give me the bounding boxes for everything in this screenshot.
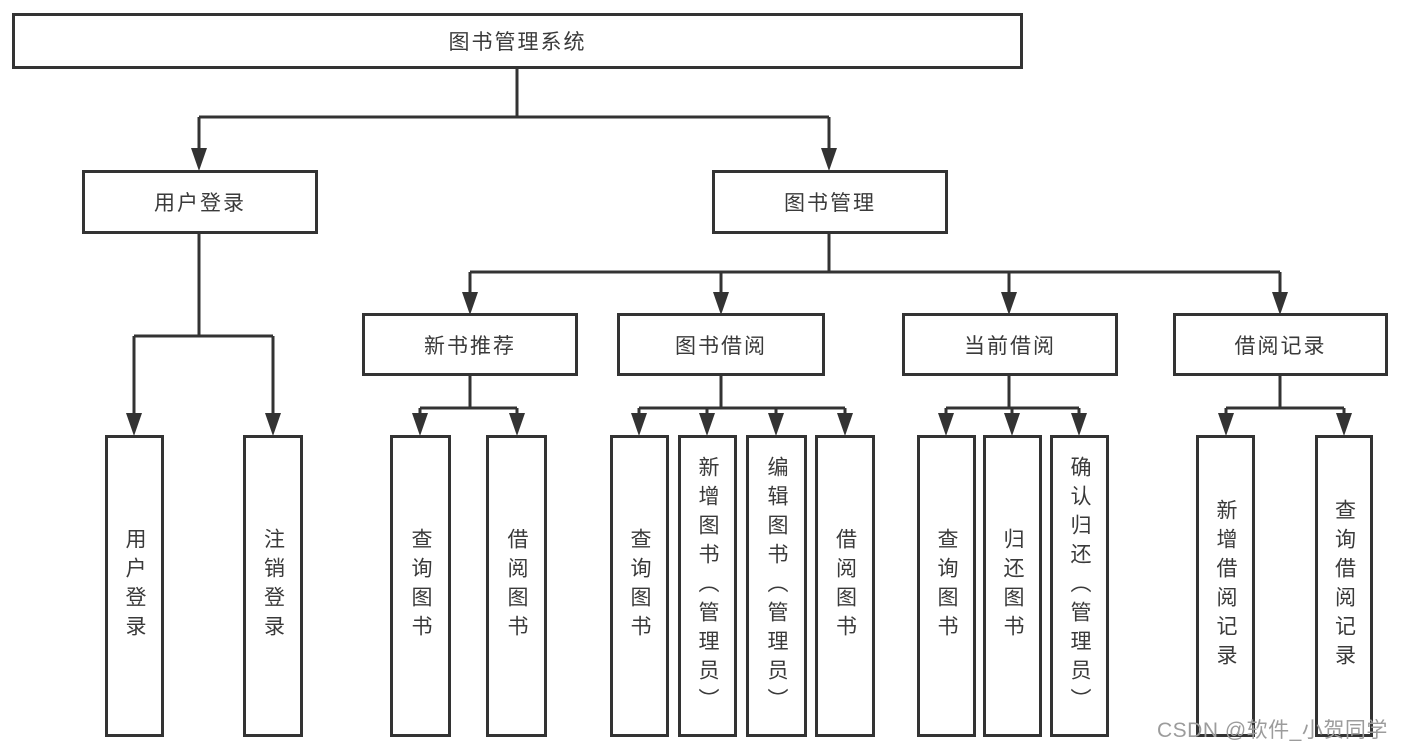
leaf-query-books-borrowing: 查询图书 (610, 435, 669, 737)
leaf-add-borrow-record: 新增借阅记录 (1196, 435, 1255, 737)
leaf-add-borrow-record-label: 新增借阅记录 (1214, 499, 1237, 673)
node-book-management: 图书管理 (712, 170, 948, 234)
leaf-add-books-admin: 新增图书（管理员） (678, 435, 737, 737)
leaf-borrow-books-borrowing-label: 借阅图书 (833, 528, 857, 644)
node-current-borrowing: 当前借阅 (902, 313, 1118, 376)
leaf-logout: 注销登录 (243, 435, 303, 737)
leaf-user-login: 用户登录 (105, 435, 164, 737)
node-new-book-recommend-label: 新书推荐 (424, 334, 516, 358)
leaf-edit-books-admin-label: 编辑图书（管理员） (765, 455, 788, 717)
node-book-borrowing: 图书借阅 (617, 313, 825, 376)
leaf-query-borrow-record-label: 查询借阅记录 (1332, 499, 1356, 673)
leaf-query-books-current: 查询图书 (917, 435, 976, 737)
leaf-return-books-label: 归还图书 (1001, 528, 1024, 644)
leaf-query-borrow-record: 查询借阅记录 (1315, 435, 1373, 737)
leaf-confirm-return-admin-label: 确认归还（管理员） (1068, 455, 1091, 717)
leaf-confirm-return-admin: 确认归还（管理员） (1050, 435, 1109, 737)
csdn-watermark: CSDN @软件_小贺同学 (1157, 719, 1388, 742)
node-borrowing-records-label: 借阅记录 (1234, 334, 1327, 358)
leaf-logout-label: 注销登录 (261, 528, 285, 644)
leaf-query-books-recommend: 查询图书 (390, 435, 451, 737)
node-new-book-recommend: 新书推荐 (362, 313, 578, 376)
leaf-add-books-admin-label: 新增图书（管理员） (696, 455, 719, 717)
leaf-borrow-books-recommend: 借阅图书 (486, 435, 547, 737)
node-book-borrowing-label: 图书借阅 (675, 334, 767, 358)
node-user-login-label: 用户登录 (154, 192, 246, 215)
node-book-management-label: 图书管理 (784, 192, 876, 215)
leaf-query-books-current-label: 查询图书 (935, 528, 958, 644)
leaf-query-books-borrowing-label: 查询图书 (628, 528, 651, 644)
arrowheads (126, 148, 1352, 436)
leaf-return-books: 归还图书 (983, 435, 1042, 737)
leaf-query-books-recommend-label: 查询图书 (409, 528, 432, 644)
node-root-label: 图书管理系统 (448, 31, 587, 54)
node-current-borrowing-label: 当前借阅 (964, 334, 1056, 358)
leaf-borrow-books-recommend-label: 借阅图书 (505, 528, 528, 644)
leaf-borrow-books-borrowing: 借阅图书 (815, 435, 875, 737)
node-user-login: 用户登录 (82, 170, 318, 234)
leaf-edit-books-admin: 编辑图书（管理员） (746, 435, 807, 737)
node-borrowing-records: 借阅记录 (1173, 313, 1388, 376)
leaf-user-login-label: 用户登录 (123, 528, 146, 644)
node-root: 图书管理系统 (12, 13, 1023, 69)
